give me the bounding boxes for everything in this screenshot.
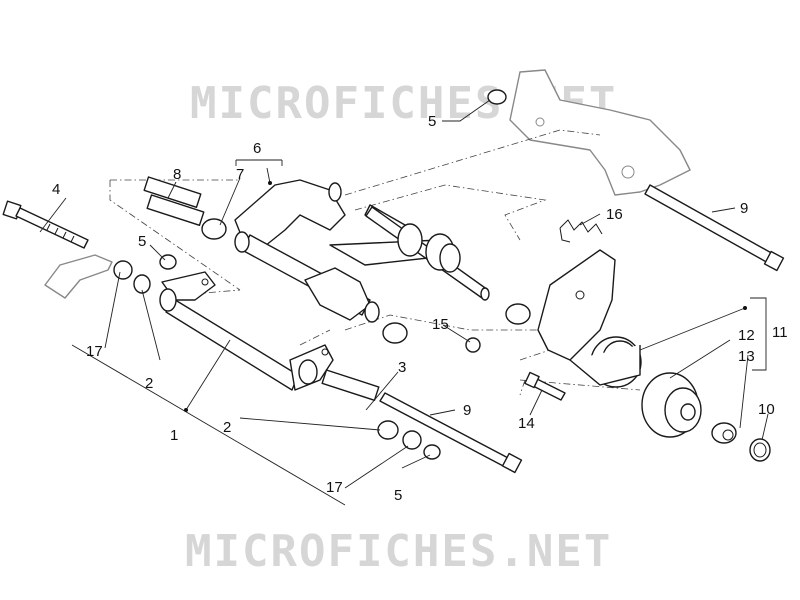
callout-12: 12 [738,327,755,344]
bolt-long-center [379,392,523,474]
silent-block [641,372,702,438]
callout-8: 8 [173,166,181,183]
callout-4: 4 [52,181,60,198]
swing-arm-upper [234,179,456,323]
callout-16: 16 [606,206,623,223]
callout-5-bottom: 5 [394,487,402,504]
swing-arm-lower [159,271,334,391]
callout-2-left: 2 [145,375,153,392]
callout-3: 3 [398,359,406,376]
metal-bushing [711,422,737,444]
callout-5-left: 5 [138,233,146,250]
callout-11: 11 [772,324,788,341]
callout-17-left: 17 [86,343,103,360]
callout-dots [184,181,747,412]
leader-lines [39,99,769,506]
callout-2-center: 2 [223,419,231,436]
callout-10: 10 [758,401,775,418]
spring [559,219,603,243]
frame-fragment-left [44,254,113,299]
callout-5-top: 5 [428,113,436,130]
callout-9-center: 9 [463,402,471,419]
bolt-long-right [644,184,785,272]
callout-15: 15 [432,316,449,333]
callout-labels: 1 2 2 3 4 5 5 5 6 7 8 9 9 10 11 12 13 14… [52,113,788,504]
callout-14: 14 [518,415,535,432]
callout-6: 6 [253,140,261,157]
circlip [749,438,771,462]
bushings [113,89,531,460]
watermark-bottom: MICROFICHES.NET [185,526,612,577]
callout-13: 13 [738,348,755,365]
callout-9-right: 9 [740,200,748,217]
callout-1: 1 [170,427,178,444]
pivot-shaft [365,206,490,301]
callout-7: 7 [236,166,244,183]
bolt-long-left [2,200,89,249]
callout-17-bottom: 17 [326,479,343,496]
bolt-short [524,371,566,401]
engine-mount-bracket [537,249,642,388]
